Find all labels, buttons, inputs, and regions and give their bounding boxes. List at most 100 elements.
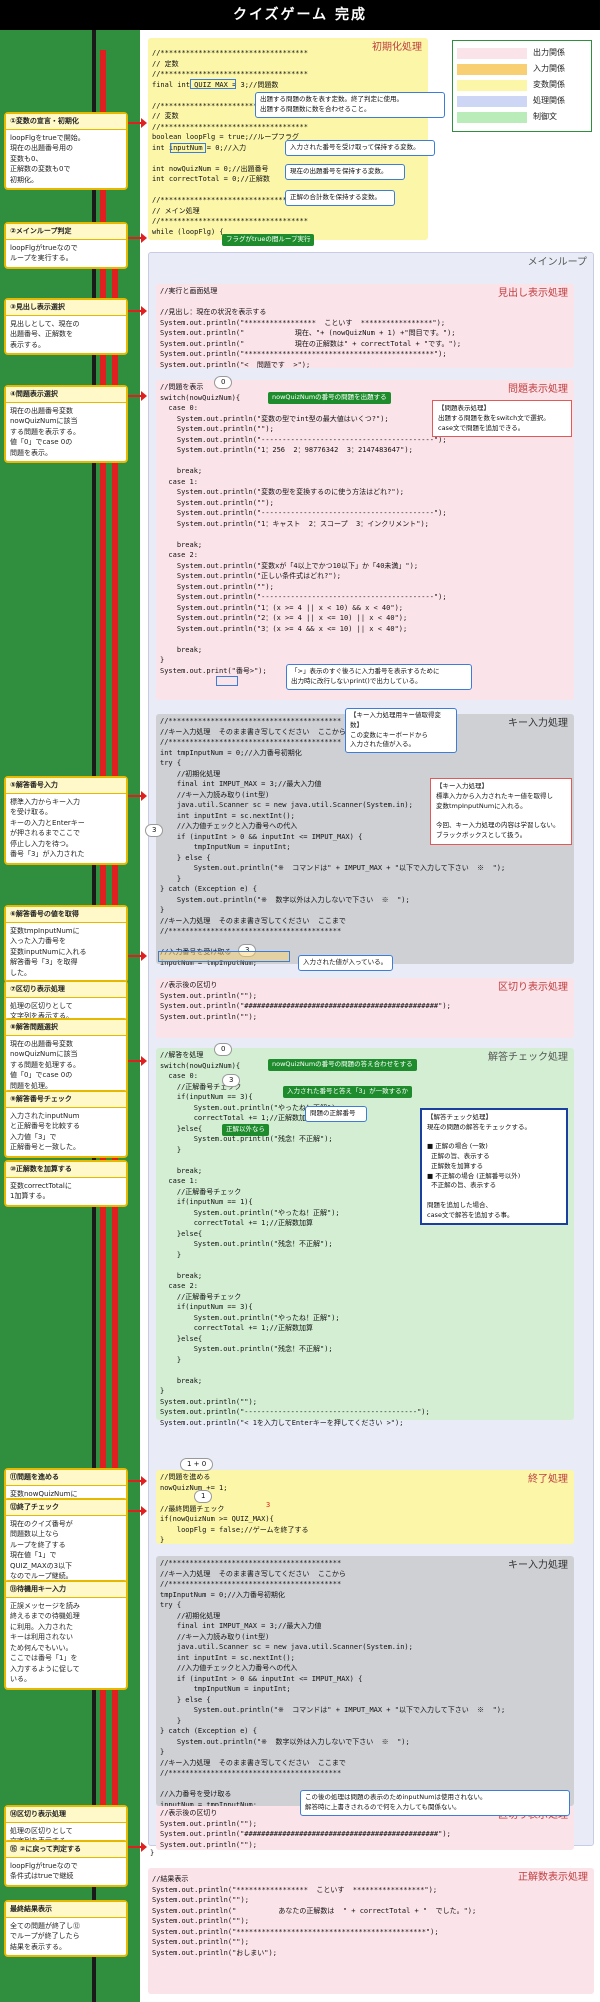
legend-label: 変数関係 (533, 80, 565, 89)
value-bubble-plus: 1 + 0 (180, 1458, 214, 1471)
callout-input-got: 入力された値が入っている。 (298, 955, 393, 971)
legend-swatch (457, 95, 527, 107)
legend-item: 変数関係 (457, 77, 587, 93)
arrow-note-11 (128, 1476, 147, 1486)
legend-label: 処理関係 (533, 96, 565, 105)
callout-correct-number: 問題の正解番号 (305, 1106, 367, 1122)
callout-quiz-max: 出題する問題の数を表す定数。終了判定に使用。 出題する問題数に数を合わせること。 (255, 92, 445, 118)
callout-check-note: 【解答チェック処理】 現在の問題の解答をチェックする。 ■ 正解の場合 (一致)… (420, 1108, 568, 1226)
legend: 出力関係入力関係変数関係処理関係制御文 (452, 40, 592, 132)
step-note-heading: ③見出し表示選択 (6, 300, 126, 316)
step-note-body: loopFlgをtrueで開始。 現在の出題番号用の 変数も0、 正解数の変数も… (10, 133, 85, 184)
step-note-heading: ①変数の宣言・初期化 (6, 114, 126, 130)
step-note: ⑫終了チェック現在のクイズ番号が 問題数以上なら ループを終了する 現在値「1」… (4, 1498, 128, 1587)
arrow-note-5 (128, 791, 147, 801)
step-note: ⑨解答番号チェック入力されたinputNum と正解番号を比較する 入力値「3」… (4, 1090, 128, 1158)
legend-swatch (457, 63, 527, 75)
tag-else: 正解以外なら (222, 1124, 269, 1136)
step-note-body: 変数correctTotalに 1加算する。 (10, 1181, 72, 1201)
step-note-heading: ⑮ ②に戻って判定する (6, 1842, 126, 1858)
step-note-body: 見出しとして、現在の 出題番号、正解数を 表示する。 (10, 319, 80, 349)
tag-eq-check: 入力された番号と答え「3」が一致するか (283, 1086, 413, 1098)
code-answer-check: //解答を処理 switch(nowQuizNum){ case 0: //正解… (160, 1051, 430, 1427)
tag-switch-question: nowQuizNumの番号の問題を出題する (268, 392, 391, 404)
section-label-key-input: キー入力処理 (508, 718, 568, 729)
step-note-heading: ⑧解答問題選択 (6, 1020, 126, 1036)
step-note: ⑬待機用キー入力正誤メッセージを読み 終えるまでの待機処理 に利用。入力された … (4, 1580, 128, 1690)
code-question: //問題を表示 switch(nowQuizNum){ case 0: Syst… (160, 383, 447, 675)
step-note-heading: ⑥解答番号の値を取得 (6, 907, 126, 923)
arrow-note-4 (128, 391, 147, 401)
arrow-note-3 (128, 306, 147, 316)
callout-now-quiz: 現在の出題番号を保持する変数。 (285, 164, 405, 180)
code-heading: //実行と画面処理 //見出し：現在の状況を表示する System.out.pr… (160, 287, 462, 369)
arrow-note-6 (128, 951, 147, 961)
step-note-heading: ⑩正解数を加算する (6, 1162, 126, 1178)
step-note: ⑤解答番号入力標準入力からキー入力 を受け取る。 キーの入力とEnterキー が… (4, 776, 128, 865)
legend-swatch (457, 79, 527, 91)
section-label-key-input-2: キー入力処理 (508, 1560, 568, 1571)
step-note-body: 現在の出題番号変数 nowQuizNumに該当 する問題を表示する。 値「0」で… (10, 406, 80, 457)
step-note-heading: 最終結果表示 (6, 1902, 126, 1918)
section-init: 初期化処理 //********************************… (148, 38, 428, 240)
code-close-brace: } (150, 1849, 155, 1857)
section-separator: 区切り表示処理 //表示後の区切り System.out.println("")… (156, 978, 574, 1038)
step-note-body: 標準入力からキー入力 を受け取る。 キーの入力とEnterキー が押されるまでこ… (10, 797, 85, 859)
highlight-quiz-max (190, 79, 236, 89)
code-init: //*********************************** //… (152, 49, 308, 236)
step-note-body: 処理の区切りとして 文字列を表示する。 (10, 1001, 73, 1021)
callout-reuse-note: この後の処理は問題の表示のためinputNumは使用されない。 解答時に上書きさ… (300, 1790, 570, 1816)
legend-item: 制御文 (457, 109, 587, 125)
arrow-note-8 (128, 1056, 147, 1066)
step-note-body: 全ての問題が終了し⑫ でループが終了したら 結果を表示する。 (10, 1921, 80, 1951)
legend-item: 入力関係 (457, 61, 587, 77)
section-label-main-loop: メインループ (527, 257, 587, 268)
callout-correct: 正解の合計数を保持する変数。 (285, 190, 395, 206)
code-end: //問題を進める nowQuizNum += 1; //最終問題チェック if(… (160, 1473, 309, 1544)
value-bubble-one: 1 (194, 1490, 213, 1503)
legend-swatch (457, 47, 527, 59)
step-note-body: 現在のクイズ番号が 問題数以上なら ループを終了する 現在値「1」で QUIZ_… (10, 1519, 73, 1581)
step-note-body: loopFlgがtrueなので ループを実行する。 (10, 243, 78, 263)
section-label-separator: 区切り表示処理 (498, 982, 568, 993)
section-label-question: 問題表示処理 (508, 384, 568, 395)
section-label-end: 終了処理 (528, 1474, 568, 1485)
legend-item: 出力関係 (457, 45, 587, 61)
step-note: ⑧解答問題選択現在の出題番号変数 nowQuizNumに該当 する問題を処理する… (4, 1018, 128, 1096)
tag-loop: フラグがtrueの間ループ実行 (222, 234, 315, 246)
code-separator: //表示後の区切り System.out.println(""); System… (160, 981, 451, 1021)
step-note-body: 現在の出題番号変数 nowQuizNumに該当 する問題を処理する。 値「0」で… (10, 1039, 80, 1090)
step-note-body: 正誤メッセージを読み 終えるまでの待機処理 に利用。入力された キーは利用されな… (10, 1601, 80, 1684)
callout-input-num: 入力された番号を受け取って保持する変数。 (285, 140, 435, 156)
callout-question-note: 【問題表示処理】 出題する問題を数をswitch文で選択。 case文で問題を追… (432, 400, 572, 438)
highlight-input-num (170, 143, 206, 153)
section-answer-check: 解答チェック処理 //解答を処理 switch(nowQuizNum){ cas… (156, 1048, 574, 1427)
code-score: //結果表示 System.out.println("*************… (152, 1875, 477, 1957)
arrow-note-12 (128, 1506, 147, 1516)
value-bubble-switch2: 0 (214, 1043, 233, 1056)
section-end: 終了処理 //問題を進める nowQuizNum += 1; //最終問題チェッ… (156, 1470, 574, 1544)
highlight-print (216, 676, 238, 686)
step-note: ⑩正解数を加算する変数correctTotalに 1加算する。 (4, 1160, 128, 1207)
step-note-body: 入力されたinputNum と正解番号を比較する 入力値「3」で 正解番号と一致… (10, 1111, 80, 1152)
page-title: クイズゲーム 完成 (0, 0, 600, 30)
step-note-heading: ⑪問題を進める (6, 1470, 126, 1486)
value-three: 3 (266, 1501, 271, 1509)
section-label-init: 初期化処理 (372, 42, 422, 53)
step-note-heading: ④問題表示選択 (6, 387, 126, 403)
step-note-heading: ⑤解答番号入力 (6, 778, 126, 794)
section-label-separator-2: 区切り表示処理 (498, 1810, 568, 1821)
section-label-answer-check: 解答チェック処理 (488, 1052, 568, 1063)
step-note: ④問題表示選択現在の出題番号変数 nowQuizNumに該当 する問題を表示する… (4, 385, 128, 463)
callout-print-note: 「>」表示のすぐ後ろに入力番号を表示するために 出力時に改行しないprint()… (286, 664, 472, 690)
code-key-input: //**************************************… (160, 717, 506, 967)
legend-label: 入力関係 (533, 64, 565, 73)
step-note-heading: ②メインループ判定 (6, 224, 126, 240)
step-note: ③見出し表示選択見出しとして、現在の 出題番号、正解数を 表示する。 (4, 298, 128, 355)
arrow-note-15 (128, 1842, 147, 1852)
tag-switch-answer: nowQuizNumの番号の問題の答え合わせをする (268, 1059, 417, 1071)
legend-label: 制御文 (533, 112, 557, 121)
value-bubble-input: 3 (145, 824, 164, 837)
callout-tmp-note: 【キー入力処理用キー値取得変数】 この変数にキーボードから 入力された値が入る。 (345, 708, 457, 753)
